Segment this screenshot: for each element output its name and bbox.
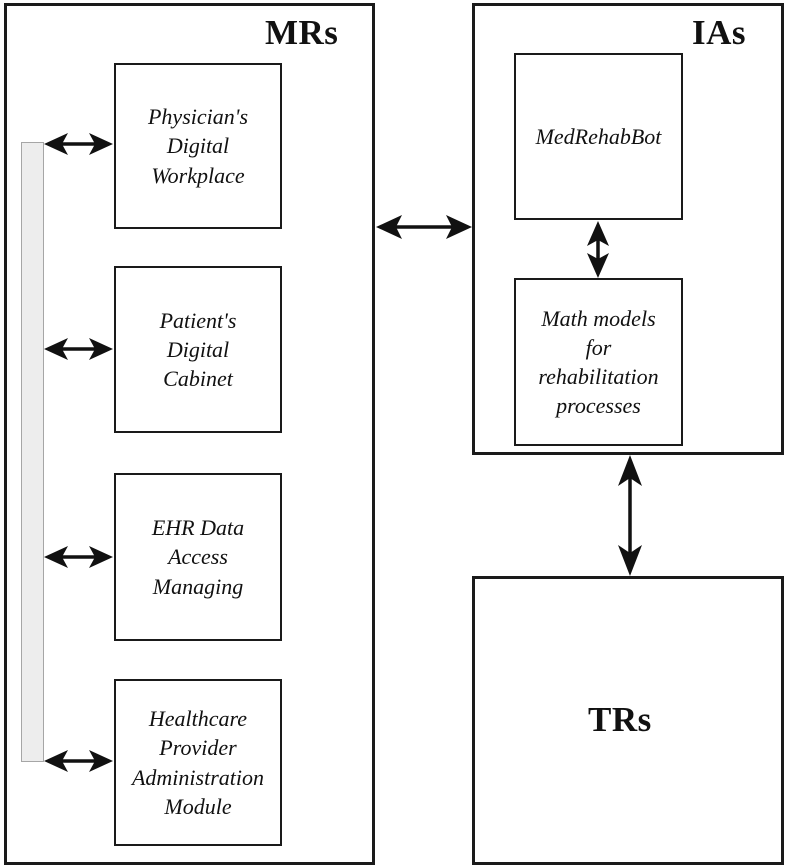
integration-bus-bar bbox=[21, 142, 44, 762]
box-patients-digital-cabinet-label: Patient's Digital Cabinet bbox=[159, 307, 237, 392]
box-math-models-rehabilitation-label: Math models for rehabilitation processes bbox=[538, 305, 659, 419]
box-physician-digital-workplace-label: Physician's Digital Workplace bbox=[147, 104, 249, 188]
box-ehr-data-access-managing-label: EHR Data Access Managing bbox=[151, 515, 245, 599]
box-medrehabbot-label: MedRehabBot bbox=[535, 123, 662, 149]
box-medrehabbot[interactable]: MedRehabBot bbox=[514, 53, 683, 220]
box-patients-digital-cabinet[interactable]: Patient's Digital Cabinet bbox=[114, 266, 282, 433]
box-math-models-rehabilitation[interactable]: Math models for rehabilitation processes bbox=[514, 278, 683, 446]
panel-trs bbox=[472, 576, 784, 865]
connector-mrs-to-ias bbox=[376, 215, 472, 239]
panel-mrs-title: MRs bbox=[265, 13, 339, 52]
connector-ias-to-trs bbox=[618, 455, 642, 576]
box-ehr-data-access-managing[interactable]: EHR Data Access Managing bbox=[114, 473, 282, 641]
box-physician-digital-workplace[interactable]: Physician's Digital Workplace bbox=[114, 63, 282, 229]
box-healthcare-provider-administration-module[interactable]: Healthcare Provider Administration Modul… bbox=[114, 679, 282, 846]
panel-trs-title: TRs bbox=[588, 700, 652, 739]
panel-ias-title: IAs bbox=[692, 13, 747, 52]
box-healthcare-provider-administration-module-label: Healthcare Provider Administration Modul… bbox=[131, 706, 264, 819]
